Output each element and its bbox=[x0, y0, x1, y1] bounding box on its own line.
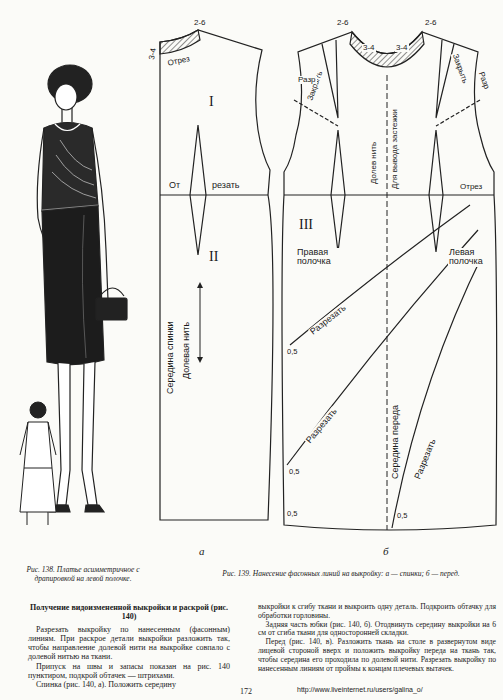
drawing-stroke bbox=[200, 285, 201, 360]
fastener-note: Для вывода застежки bbox=[391, 108, 399, 190]
dimension: 0,5 bbox=[396, 512, 408, 520]
dart-note: Закрыть bbox=[450, 52, 469, 86]
grain-line-label: Долевая нить bbox=[182, 321, 191, 380]
part-number: I bbox=[208, 95, 215, 110]
drawing-stroke bbox=[160, 30, 273, 520]
drawing-stroke bbox=[282, 32, 497, 530]
page-number: 172 bbox=[239, 688, 253, 696]
cut-line-label: Разрезать bbox=[304, 406, 340, 446]
drawing-stroke bbox=[52, 140, 96, 198]
drawing-stroke bbox=[24, 468, 52, 469]
grain-line-label: Долев нить bbox=[370, 141, 378, 185]
drawing-stroke bbox=[20, 422, 56, 512]
cut-note: резать bbox=[211, 181, 241, 190]
point-number: 2-6 bbox=[193, 19, 207, 27]
dimension: 0,5 bbox=[286, 348, 298, 356]
drawing-stroke bbox=[96, 298, 127, 320]
text-column: Получение видоизмененной выкройки и раск… bbox=[28, 603, 230, 689]
drawing-stroke bbox=[100, 288, 124, 296]
drawing-stroke bbox=[30, 402, 46, 418]
cut-note: От bbox=[168, 181, 181, 190]
figure-caption: Рис. 138. Платье асимметричное с драпиро… bbox=[24, 566, 142, 583]
point-number: 3-4 bbox=[395, 44, 409, 52]
drawing-stroke bbox=[290, 205, 470, 345]
body-paragraph: Перед (рис. 140, в). Разложить ткань на … bbox=[258, 638, 496, 673]
cut-note: Отрез bbox=[459, 183, 483, 191]
dart-note: Закрыть bbox=[306, 69, 325, 103]
body-paragraph: Спинка (рис. 140, а). Положить середину bbox=[28, 680, 230, 689]
point-number: 2-6 bbox=[336, 19, 350, 27]
drawing-stroke bbox=[392, 250, 485, 528]
dimension: 0,5 bbox=[288, 468, 300, 476]
drawing-stroke bbox=[160, 30, 200, 54]
drawing-stroke bbox=[284, 194, 494, 195]
back-pattern bbox=[160, 30, 273, 520]
point-number: 2-6 bbox=[424, 19, 438, 27]
drawing-stroke bbox=[55, 84, 77, 110]
drawing-stroke bbox=[387, 75, 388, 530]
drawing-stroke bbox=[82, 215, 86, 358]
part-name: Левая полочка bbox=[448, 248, 494, 267]
part-number: II bbox=[208, 250, 219, 265]
fashion-figure bbox=[37, 65, 127, 512]
drawing-stroke bbox=[350, 32, 424, 67]
drawing-stroke bbox=[331, 130, 345, 252]
drawing-stroke bbox=[160, 194, 268, 195]
drawing-stroke bbox=[82, 362, 97, 505]
drawing-stroke bbox=[57, 363, 70, 505]
drawing-stroke bbox=[20, 422, 56, 455]
drawing-stroke bbox=[42, 123, 98, 212]
body-paragraph: Припуск на швы и запасы показан на рис. … bbox=[28, 662, 230, 681]
drawing-stroke bbox=[322, 40, 338, 118]
cut-line-label: Разрезать bbox=[413, 437, 438, 482]
body-paragraph: выкройки к сгибу ткани и выкроить одну д… bbox=[258, 603, 496, 621]
cut-line-label: Разрезать bbox=[308, 303, 349, 338]
dart-note: Разр bbox=[297, 76, 317, 84]
drawing-stroke bbox=[294, 100, 480, 126]
point-number: 3-4 bbox=[148, 47, 159, 62]
drawing-stroke bbox=[50, 505, 104, 512]
body-paragraph: Задняя часть юбки (рис. 140, б). Отодвин… bbox=[258, 621, 496, 639]
cut-note: Отрез bbox=[166, 55, 191, 68]
back-view-figure bbox=[20, 402, 56, 525]
drawing-stroke bbox=[27, 512, 48, 525]
watermark: http://www.liveinternet.ru/users/galina_… bbox=[296, 686, 424, 693]
dart-note: Разр bbox=[476, 70, 491, 91]
figure-caption: Рис. 139. Нанесение фасонных линий на вы… bbox=[185, 570, 497, 579]
subfigure-letter: а bbox=[198, 546, 206, 558]
subfigure-letter: б bbox=[382, 546, 390, 558]
part-number: III bbox=[298, 218, 314, 233]
front-pattern bbox=[282, 32, 497, 530]
body-paragraph: Разрезать выкройку по нанесенным (фасонн… bbox=[28, 625, 230, 662]
line-name: Середина переда bbox=[391, 404, 400, 480]
drawing-stroke bbox=[42, 206, 104, 365]
point-number: 3-4 bbox=[362, 44, 376, 52]
part-name: Правая полочка bbox=[296, 248, 360, 267]
text-column: выкройки к сгибу ткани и выкроить одну д… bbox=[258, 603, 496, 673]
drawing-stroke bbox=[55, 124, 80, 131]
section-heading: Получение видоизмененной выкройки и раск… bbox=[28, 603, 230, 622]
drawing-stroke bbox=[190, 125, 206, 255]
line-name: Середина спинки bbox=[166, 321, 175, 395]
drawing-stroke bbox=[436, 40, 454, 118]
dimension: 0,5 bbox=[286, 510, 298, 518]
